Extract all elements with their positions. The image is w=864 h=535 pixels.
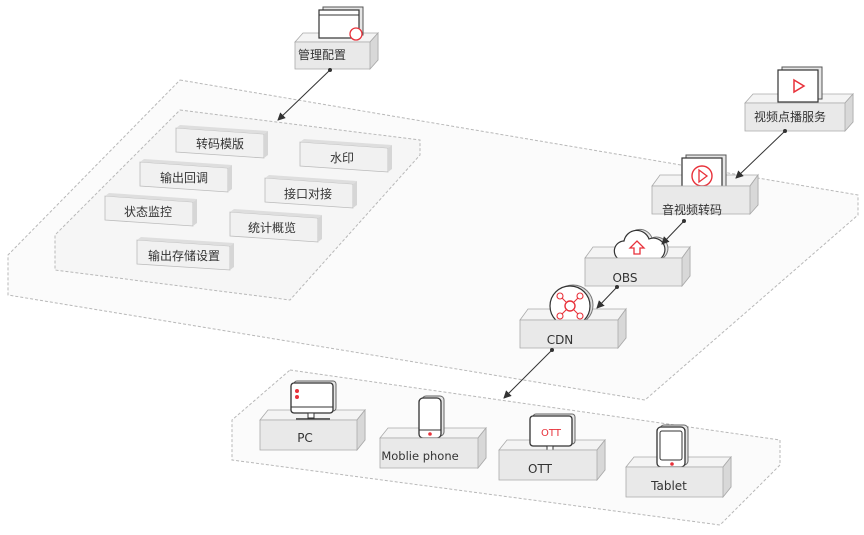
module-label: 接口对接 [284, 186, 332, 201]
module-label: 转码模版 [196, 136, 244, 151]
device-mobile[interactable]: Moblie phone [379, 395, 487, 470]
window-settings-icon [318, 6, 364, 41]
device-label: PC [297, 431, 313, 445]
arrow-vod-to-transcode [735, 129, 787, 179]
management-node[interactable]: 管理配置 [294, 6, 379, 71]
phone-icon [418, 395, 445, 439]
device-label: Tablet [650, 479, 687, 493]
monitor-icon [290, 380, 337, 420]
device-ott[interactable]: OTT OTT [498, 413, 606, 482]
module-label: 输出回调 [160, 170, 208, 185]
module-item[interactable]: 水印 [299, 139, 392, 173]
device-pc[interactable]: PC [259, 380, 366, 452]
tv-icon: OTT [529, 413, 576, 453]
management-label: 管理配置 [298, 47, 346, 62]
arrow-management-to-modules [277, 68, 332, 121]
cdn-label: CDN [547, 333, 574, 347]
video-frame-play-icon [777, 66, 823, 103]
module-item[interactable]: 转码模版 [175, 125, 268, 159]
module-list: 转码模版 水印 输出回调 接口对接 状态监控 [104, 125, 392, 271]
arrow-obs-to-cdn [596, 285, 619, 309]
obs-label: OBS [612, 271, 637, 285]
arrow-cdn-to-devices [503, 348, 554, 399]
module-item[interactable]: 输出存储设置 [136, 237, 234, 271]
device-label: OTT [528, 462, 553, 476]
transcode-label: 音视频转码 [662, 202, 722, 217]
obs-node[interactable]: OBS [584, 228, 691, 288]
module-item[interactable]: 状态监控 [104, 193, 197, 227]
ott-screen-text: OTT [541, 428, 562, 439]
module-label: 水印 [330, 151, 354, 165]
cdn-node[interactable]: CDN [519, 284, 627, 350]
device-tablet[interactable]: Tablet [625, 424, 732, 499]
arrow-transcode-to-obs [661, 219, 686, 245]
module-item[interactable]: 统计概览 [229, 209, 322, 243]
transcode-node[interactable]: 音视频转码 [651, 154, 759, 217]
module-item[interactable]: 接口对接 [264, 175, 357, 209]
module-item[interactable]: 输出回调 [139, 159, 232, 193]
module-label: 状态监控 [124, 205, 172, 219]
module-label: 输出存储设置 [148, 248, 220, 263]
device-label: Moblie phone [381, 449, 458, 463]
cloud-upload-icon [613, 228, 669, 261]
module-label: 统计概览 [248, 220, 296, 235]
vod-service-node[interactable]: 视频点播服务 [744, 66, 854, 133]
tablet-icon [656, 424, 689, 468]
vod-service-label: 视频点播服务 [754, 109, 826, 124]
